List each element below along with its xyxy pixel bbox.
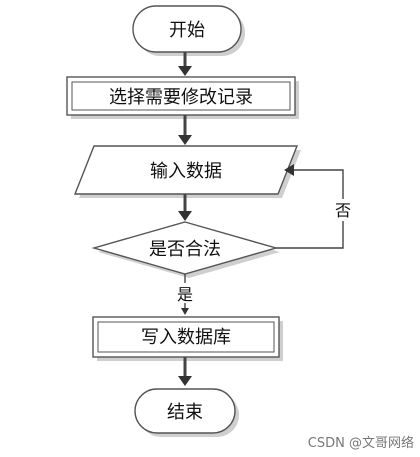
edge-yes-to-write: 是 (170, 274, 200, 315)
edge-input-to-decision (178, 194, 192, 221)
is-valid-decision-node: 是否合法 (91, 221, 280, 278)
write-data-label: 写入数据库 (141, 327, 231, 348)
edge-no-loop: 否 (276, 164, 356, 249)
start-node: 开始 (132, 5, 245, 56)
select-record-node: 选择需要修改记录 (66, 76, 299, 119)
start-label: 开始 (169, 20, 205, 41)
yes-branch-label: 是 (177, 285, 193, 304)
edge-write-to-end (178, 357, 192, 386)
write-data-node: 写入数据库 (92, 316, 283, 361)
select-record-label: 选择需要修改记录 (109, 87, 253, 108)
no-branch-label: 否 (335, 201, 351, 220)
end-label: 结束 (167, 402, 203, 423)
edge-select-to-input (178, 115, 192, 145)
is-valid-label: 是否合法 (149, 239, 221, 260)
input-data-node: 输入数据 (73, 145, 301, 198)
end-node: 结束 (134, 388, 239, 437)
edge-start-to-select (178, 52, 192, 76)
watermark-text: CSDN @文哥网络 (307, 436, 414, 451)
input-data-label: 输入数据 (150, 161, 222, 182)
